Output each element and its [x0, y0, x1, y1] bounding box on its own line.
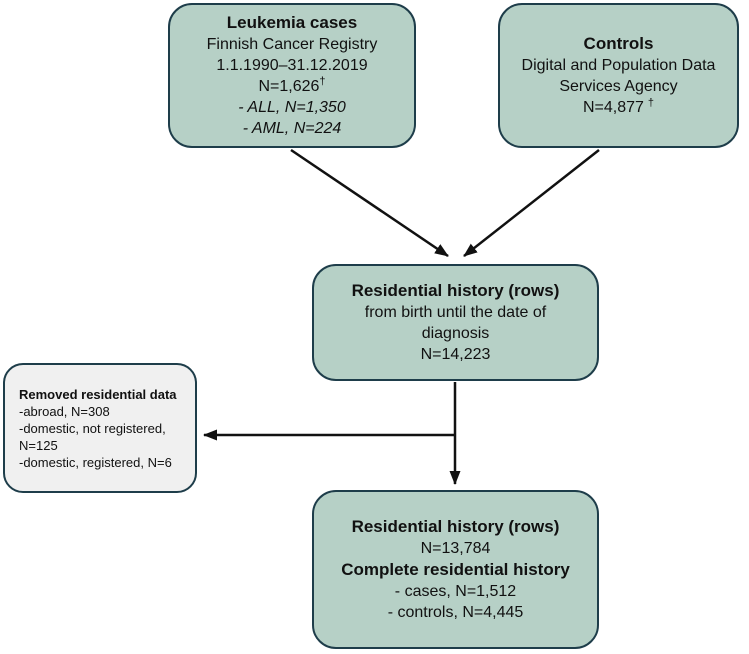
- residential-history-n: N=14,223: [420, 346, 491, 363]
- dagger-symbol: †: [647, 96, 655, 109]
- residential-history-desc2: diagnosis: [421, 325, 490, 342]
- arrow-cases-to-history: [290, 148, 449, 258]
- complete-history-cases: - cases, N=1,512: [394, 583, 517, 600]
- removed-data-title: Removed residential data: [19, 386, 177, 402]
- removed-data-box: Removed residential data -abroad, N=308 …: [3, 363, 197, 493]
- controls-box: Controls Digital and Population Data Ser…: [498, 3, 739, 148]
- controls-n: N=4,877†: [582, 96, 655, 116]
- leukemia-cases-period: 1.1.1990–31.12.2019: [216, 57, 368, 74]
- leukemia-cases-title: Leukemia cases: [226, 13, 358, 32]
- residential-history-box: Residential history (rows) from birth un…: [312, 264, 599, 381]
- leukemia-cases-aml: - AML, N=224: [242, 120, 342, 137]
- leukemia-cases-box: Leukemia cases Finnish Cancer Registry 1…: [168, 3, 416, 148]
- complete-history-n: N=13,784: [420, 540, 491, 557]
- removed-data-domestic-r: -domestic, registered, N=6: [19, 454, 172, 470]
- residential-history-title: Residential history (rows): [351, 281, 560, 300]
- complete-history-controls: - controls, N=4,445: [387, 604, 524, 621]
- leukemia-cases-source: Finnish Cancer Registry: [206, 36, 378, 53]
- complete-history-box: Residential history (rows) N=13,784 Comp…: [312, 490, 599, 649]
- complete-history-title: Residential history (rows): [351, 517, 560, 536]
- residential-history-desc1: from birth until the date of: [364, 304, 547, 321]
- complete-history-subtitle: Complete residential history: [341, 560, 570, 579]
- leukemia-cases-all: - ALL, N=1,350: [238, 99, 346, 116]
- arrow-controls-to-history: [463, 149, 600, 257]
- controls-source-line2: Services Agency: [559, 78, 678, 95]
- removed-data-domestic-nr: -domestic, not registered,: [19, 420, 166, 436]
- dagger-symbol: †: [319, 75, 326, 88]
- leukemia-cases-n: N=1,626†: [258, 75, 326, 95]
- controls-title: Controls: [583, 34, 654, 53]
- removed-data-abroad: -abroad, N=308: [19, 403, 110, 419]
- removed-data-domestic-nr-n: N=125: [19, 437, 58, 453]
- controls-source-line1: Digital and Population Data: [521, 57, 716, 74]
